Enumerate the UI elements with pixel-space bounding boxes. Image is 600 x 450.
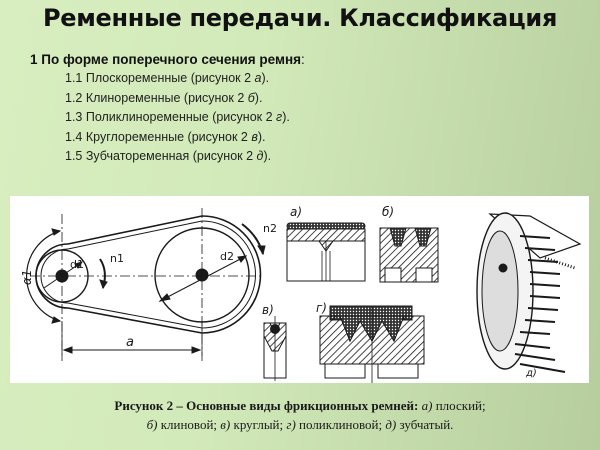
belt-type-list: 1.1 Плоскоременные (рисунок 2 а). 1.2 Кл… bbox=[30, 69, 305, 167]
list-item-poly-v: 1.3 Поликлиноременные (рисунок 2 г). bbox=[65, 110, 290, 124]
section-b-v-belt bbox=[379, 227, 439, 283]
belt-drive-schematic bbox=[25, 208, 266, 361]
section-v-round bbox=[263, 316, 287, 381]
label-alpha1: α1 bbox=[20, 269, 34, 285]
list-item-toothed: 1.5 Зубчатоременная (рисунок 2 д). bbox=[65, 149, 272, 163]
section-g-poly-v bbox=[319, 305, 425, 383]
belt-drive-figure: α1 d1 n1 d2 n2 a а) б) bbox=[10, 196, 589, 383]
label-section-b: б) bbox=[382, 205, 394, 219]
list-item-v-belt: 1.2 Клиноременные (рисунок 2 б). bbox=[65, 90, 263, 105]
figure-caption: Рисунок 2 – Основные виды фрикционных ре… bbox=[0, 396, 600, 434]
section-a-flat bbox=[286, 222, 366, 282]
label-section-v: в) bbox=[262, 303, 274, 317]
label-section-d: д) bbox=[525, 368, 537, 379]
list-item-round: 1.4 Круглоременные (рисунок 2 в). bbox=[65, 129, 266, 144]
list-item-flat: 1.1 Плоскоременные (рисунок 2 а). bbox=[65, 71, 270, 85]
label-section-g: г) bbox=[316, 301, 327, 315]
label-n1: n1 bbox=[110, 252, 124, 265]
section-d-toothed bbox=[476, 212, 582, 373]
caption-line-1: Рисунок 2 – Основные виды фрикционных ре… bbox=[114, 398, 486, 413]
section-heading-text: 1 По форме поперечного сечения ремня bbox=[30, 52, 302, 67]
label-n2: n2 bbox=[263, 222, 277, 235]
classification-section: 1 По форме поперечного сечения ремня: 1.… bbox=[30, 50, 305, 167]
heading-colon: : bbox=[301, 52, 305, 67]
slide-title: Ременные передачи. Классификация bbox=[42, 4, 558, 32]
label-d1: d1 bbox=[70, 258, 84, 271]
section-heading: 1 По форме поперечного сечения ремня: bbox=[30, 50, 305, 69]
label-d2: d2 bbox=[220, 250, 234, 263]
caption-line-2: б) клиновой; в) круглый; г) поликлиновой… bbox=[146, 417, 454, 432]
label-section-a: а) bbox=[290, 205, 302, 219]
label-a-dimension: a bbox=[126, 335, 134, 350]
